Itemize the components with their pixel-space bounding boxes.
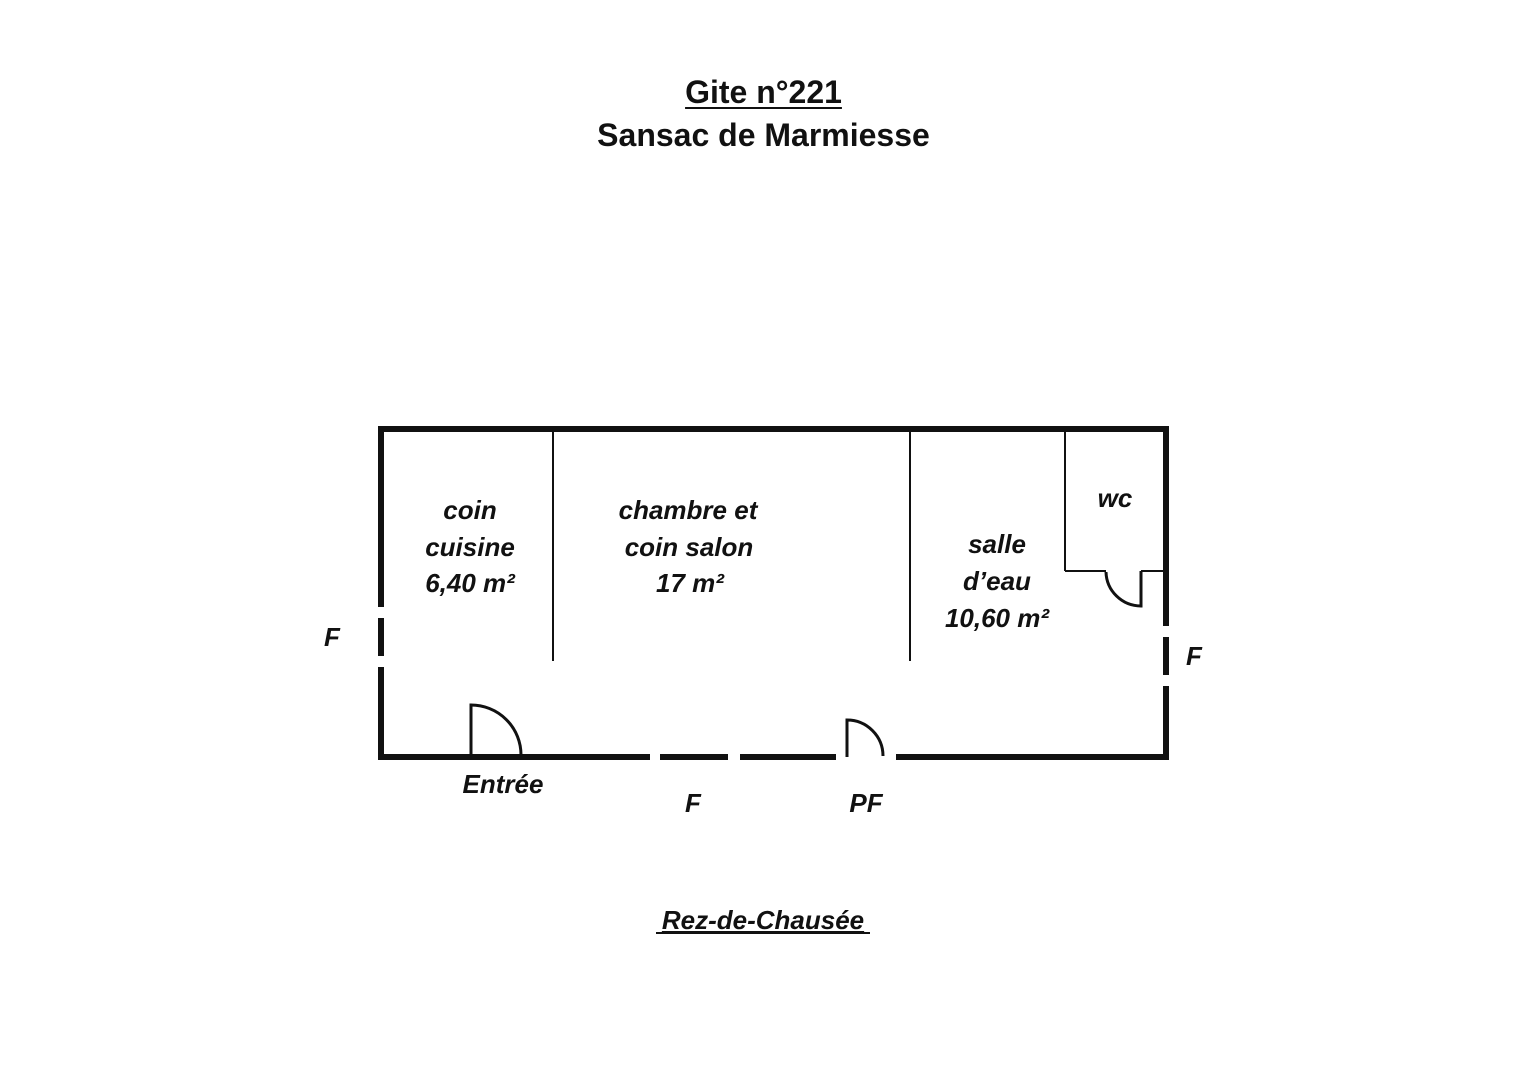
room-label-line: cuisine — [425, 532, 515, 562]
room-label-line: chambre et — [619, 495, 759, 525]
room-label-line: salle — [968, 529, 1026, 559]
french-window-swing — [845, 718, 885, 757]
room-label-line: d’eau — [963, 566, 1031, 596]
room-label-line: coin — [443, 495, 496, 525]
window-label-bottom: F — [685, 788, 702, 818]
room-label-kitchen: coin cuisine 6,40 m² — [425, 495, 516, 598]
plan-title: Gite n°221 — [685, 74, 842, 110]
outer-walls — [378, 426, 1169, 760]
wc-door-swing — [1104, 571, 1143, 608]
room-label-line: coin salon — [625, 532, 754, 562]
room-area: 10,60 m² — [945, 603, 1050, 633]
window-label-left: F — [324, 622, 341, 652]
room-label-bathroom: salle d’eau 10,60 m² — [945, 529, 1050, 633]
room-area: 17 m² — [656, 568, 725, 598]
french-window-label: PF — [849, 788, 883, 818]
floor-label: Rez-de-Chausée — [662, 905, 864, 935]
partitions — [552, 431, 1164, 661]
entrance-door-swing — [469, 703, 523, 757]
room-area: 6,40 m² — [425, 568, 516, 598]
entrance-label: Entrée — [463, 769, 544, 799]
doors — [469, 571, 1143, 757]
plan-location: Sansac de Marmiesse — [597, 117, 930, 153]
room-label-bedroom: chambre et coin salon 17 m² — [619, 495, 759, 598]
window-label-right: F — [1186, 641, 1203, 671]
room-label-wc: wc — [1098, 483, 1133, 513]
